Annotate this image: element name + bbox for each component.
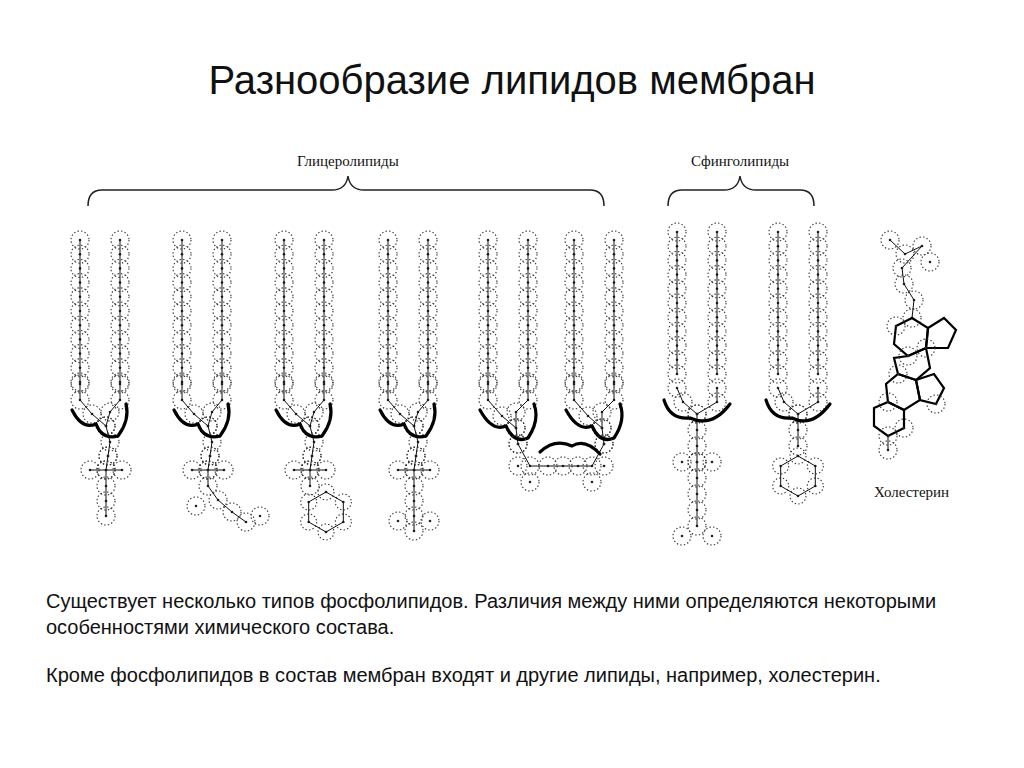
atom-outline	[895, 419, 913, 437]
atom-outline	[899, 347, 917, 365]
bond-line	[414, 456, 416, 470]
ester-outline	[72, 404, 127, 437]
ester-outline	[174, 404, 229, 437]
caption-text: Существует несколько типов фосфолипидов.…	[46, 588, 986, 640]
atom-outline	[251, 507, 269, 525]
bond-line	[208, 470, 246, 522]
bond-line	[222, 240, 223, 382]
bond-line	[781, 456, 816, 496]
atom-center	[895, 325, 898, 328]
ester-outline	[480, 404, 536, 440]
atom-center	[529, 481, 532, 484]
bond-line	[106, 456, 108, 470]
atom-outline	[879, 393, 897, 411]
bond-line	[888, 436, 889, 450]
steroid-ring	[916, 374, 944, 404]
bond-line	[310, 470, 311, 486]
atom-center	[591, 481, 594, 484]
atom-outline	[889, 365, 907, 383]
atom-center	[603, 465, 606, 468]
bond-line	[324, 240, 325, 382]
bond-line	[697, 462, 698, 526]
atom-center	[681, 461, 684, 464]
atom-center	[903, 427, 906, 430]
group-label: Сфинголипиды	[688, 153, 792, 170]
bond-line	[818, 232, 819, 374]
bond-line	[106, 470, 107, 516]
atom-outline	[509, 457, 527, 475]
ester-outline	[276, 404, 331, 437]
bond-line	[182, 240, 183, 382]
bond-line	[890, 240, 922, 318]
bond-line	[120, 240, 121, 382]
bond-line	[208, 384, 222, 426]
atom-outline	[583, 473, 601, 491]
bond-line	[778, 388, 818, 414]
atom-center	[935, 403, 938, 406]
atom-outline	[673, 527, 691, 545]
bond-line	[309, 492, 344, 532]
molecule-label: Холестерин	[871, 484, 952, 501]
atom-outline	[389, 512, 407, 530]
atom-outline	[921, 253, 939, 271]
atom-outline	[927, 395, 945, 413]
atom-center	[259, 515, 262, 518]
bond-line	[414, 384, 428, 426]
group-label: Глицеролипиды	[294, 153, 402, 170]
atom-center	[195, 505, 198, 508]
atom-center	[517, 465, 520, 468]
atom-outline	[673, 453, 691, 471]
atom-center	[711, 461, 714, 464]
bond-line	[717, 232, 718, 374]
bond-line	[80, 240, 81, 382]
ester-outline	[766, 400, 830, 421]
bond-line	[414, 470, 415, 531]
ester-outline	[566, 404, 622, 440]
group-bracket	[88, 176, 604, 206]
atom-center	[887, 401, 890, 404]
steroid-ring	[926, 318, 956, 348]
atom-center	[925, 347, 928, 350]
atom-outline	[595, 457, 613, 475]
bond-line	[574, 240, 575, 382]
bond-line	[677, 388, 717, 414]
ester-outline	[664, 400, 730, 421]
atom-outline	[887, 317, 905, 335]
atom-outline	[421, 512, 439, 530]
atom-center	[907, 355, 910, 358]
atom-outline	[187, 497, 205, 515]
atom-center	[429, 520, 432, 523]
atom-center	[897, 373, 900, 376]
bond-line	[310, 384, 324, 426]
bond-line	[488, 240, 489, 382]
bond-line	[778, 232, 779, 374]
bond-line	[428, 240, 429, 382]
atom-center	[397, 520, 400, 523]
atom-outline	[703, 527, 721, 545]
steroid-ring	[874, 402, 904, 436]
bond-line	[516, 384, 528, 428]
caption-text: Кроме фосфолипидов в состав мембран вход…	[46, 662, 986, 688]
bond-line	[106, 384, 120, 426]
bond-line	[677, 232, 678, 374]
ester-outline	[380, 404, 435, 437]
atom-outline	[917, 339, 935, 357]
bond-line	[310, 456, 312, 470]
slide-title: Разнообразие липидов мембран	[0, 58, 1024, 103]
bond-line	[614, 240, 615, 382]
bond-line	[208, 456, 210, 470]
atom-center	[681, 535, 684, 538]
bond-line	[388, 240, 389, 382]
bond-line	[284, 240, 285, 382]
bond-line	[602, 384, 614, 428]
atom-outline	[521, 473, 539, 491]
atom-center	[929, 261, 932, 264]
group-bracket	[668, 176, 814, 206]
ester-outline	[540, 443, 600, 454]
bond-line	[528, 240, 529, 382]
bond-line	[518, 444, 604, 466]
atom-center	[711, 535, 714, 538]
